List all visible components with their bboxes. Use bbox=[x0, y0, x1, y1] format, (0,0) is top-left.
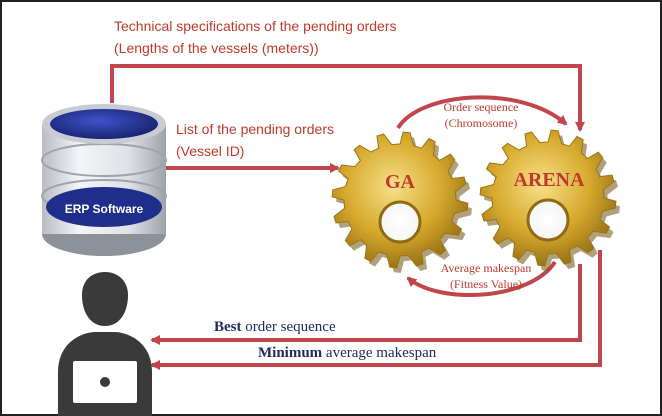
best-sequence-label: Best order sequence bbox=[214, 319, 336, 335]
tech-spec-line2: (Lengths of the vessels (meters)) bbox=[114, 40, 319, 56]
ga-gear-hole bbox=[378, 200, 422, 244]
tech-spec-arrow bbox=[110, 64, 585, 132]
arena-gear-icon bbox=[479, 129, 617, 267]
makespan-arrow bbox=[406, 260, 557, 298]
min-rest: average makespan bbox=[322, 345, 437, 361]
best-rest: order sequence bbox=[242, 319, 336, 335]
ga-label: GA bbox=[385, 171, 416, 193]
min-bold: Minimum bbox=[258, 345, 323, 361]
user-with-laptop bbox=[58, 272, 152, 416]
erp-database: ERP Software bbox=[41, 104, 167, 256]
pending-line1: List of the pending orders bbox=[176, 121, 334, 137]
best-sequence-arrow bbox=[150, 264, 582, 345]
erp-label: ERP Software bbox=[65, 202, 144, 216]
laptop-logo-icon bbox=[100, 377, 110, 387]
gears bbox=[331, 129, 620, 273]
min-makespan-label: Minimum average makespan bbox=[258, 345, 437, 361]
ga-gear-icon bbox=[331, 131, 469, 269]
user-head bbox=[82, 272, 128, 326]
arena-gear-hole bbox=[526, 198, 570, 242]
order-sequence-arrow bbox=[396, 95, 568, 130]
makespan-line2: (Fitness Value) bbox=[450, 277, 522, 291]
makespan-line1: Average makespan bbox=[441, 261, 532, 275]
best-bold: Best bbox=[214, 319, 242, 335]
order-seq-line1: Order sequence bbox=[444, 100, 519, 114]
min-makespan-arrow bbox=[150, 250, 602, 370]
arena-label: ARENA bbox=[513, 169, 585, 191]
pending-line2: (Vessel ID) bbox=[176, 143, 244, 159]
order-seq-line2: (Chromosome) bbox=[445, 116, 518, 130]
tech-spec-line1: Technical specifications of the pending … bbox=[114, 18, 397, 34]
